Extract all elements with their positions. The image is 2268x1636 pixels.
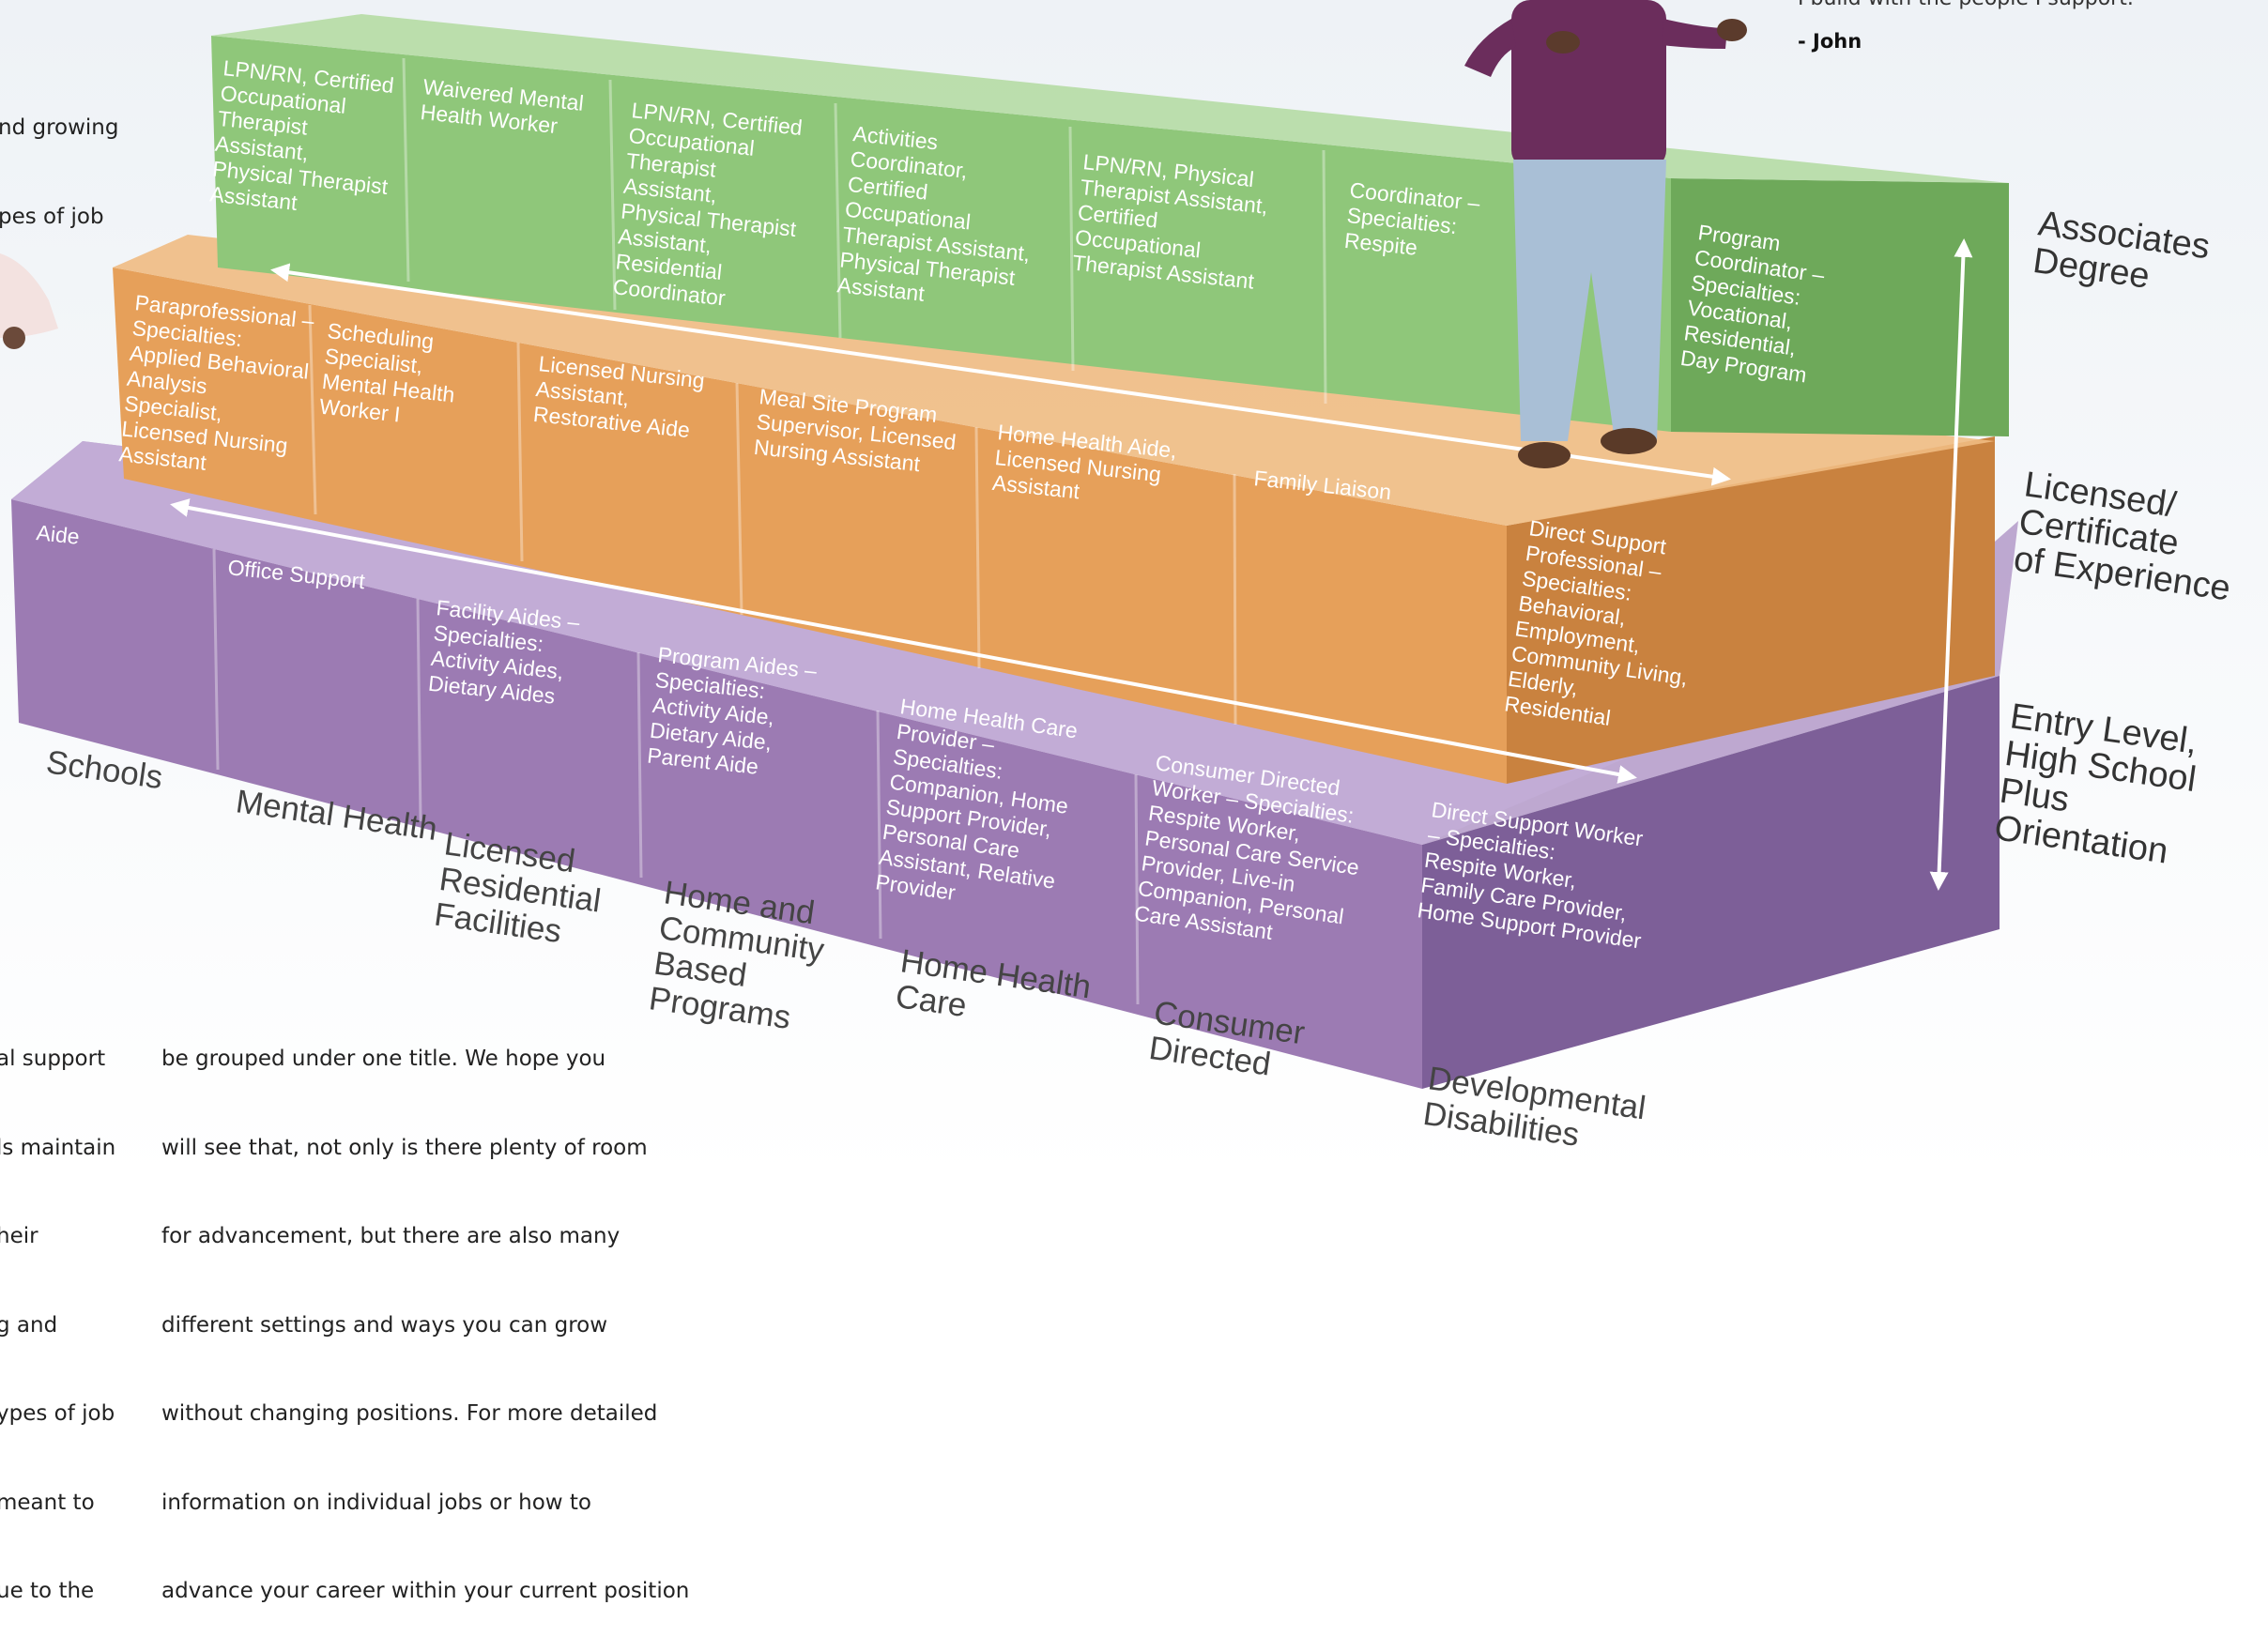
- job-associates-6: ProgramCoordinator –Specialties:Vocation…: [1679, 220, 1831, 388]
- body-line: ls maintain: [0, 1135, 116, 1160]
- quote-tail: I build with the people I support.: [1798, 0, 2134, 10]
- body-line: heir: [0, 1224, 38, 1248]
- advancement-arrows: [170, 238, 1973, 891]
- body-line: advance your career within your current …: [161, 1579, 690, 1603]
- body-text-right: be grouped under one title. We hope you …: [161, 986, 689, 1636]
- body-line: without changing positions. For more det…: [161, 1401, 658, 1426]
- body-line: for advancement, but there are also many: [161, 1224, 621, 1248]
- job-licensed-4: Home Health Aide,Licensed NursingAssista…: [991, 420, 1178, 513]
- body-text-left-fragment: al support ls maintain heir g and ypes o…: [0, 986, 115, 1636]
- career-ladder-diagram: LPN/RN, CertifiedOccupationalTherapistAs…: [0, 0, 2268, 1181]
- body-line: meant to: [0, 1490, 95, 1515]
- intro-line: pes of job: [0, 204, 104, 229]
- entry-arrow: [170, 498, 1637, 784]
- quote-signature: - John: [1798, 30, 1862, 53]
- person-photo: [1464, 0, 1747, 468]
- job-associates-5: Coordinator –Specialties:Respite: [1343, 177, 1481, 266]
- job-entry-0: Aide: [35, 520, 81, 549]
- level-label-2: Entry Level,High SchoolPlusOrientation: [1992, 696, 2203, 874]
- body-line: ypes of job: [0, 1401, 115, 1426]
- partial-person-left: [0, 253, 58, 349]
- body-line: information on individual jobs or how to: [161, 1490, 592, 1515]
- level-arrow: [1929, 238, 1973, 891]
- intro-text-fragment: nd growing pes of job: [0, 54, 119, 262]
- body-line: g and: [0, 1312, 58, 1338]
- body-line: al support: [0, 1047, 106, 1071]
- job-entry-2: Facility Aides –Specialties:Activity Aid…: [427, 595, 581, 710]
- associates-jobs: LPN/RN, CertifiedOccupationalTherapistAs…: [208, 55, 1831, 388]
- body-line: will see that, not only is there plenty …: [161, 1135, 648, 1160]
- setting-label-3: Home andCommunityBasedPrograms: [647, 874, 832, 1039]
- licensed-arrow: [270, 263, 1731, 486]
- body-line: be grouped under one title. We hope you: [161, 1047, 606, 1071]
- job-entry-5: Consumer DirectedWorker – Specialties:Re…: [1133, 750, 1372, 955]
- intro-line: nd growing: [0, 115, 119, 140]
- body-line: ue to the: [0, 1579, 95, 1603]
- body-line: different settings and ways you can grow: [161, 1312, 608, 1338]
